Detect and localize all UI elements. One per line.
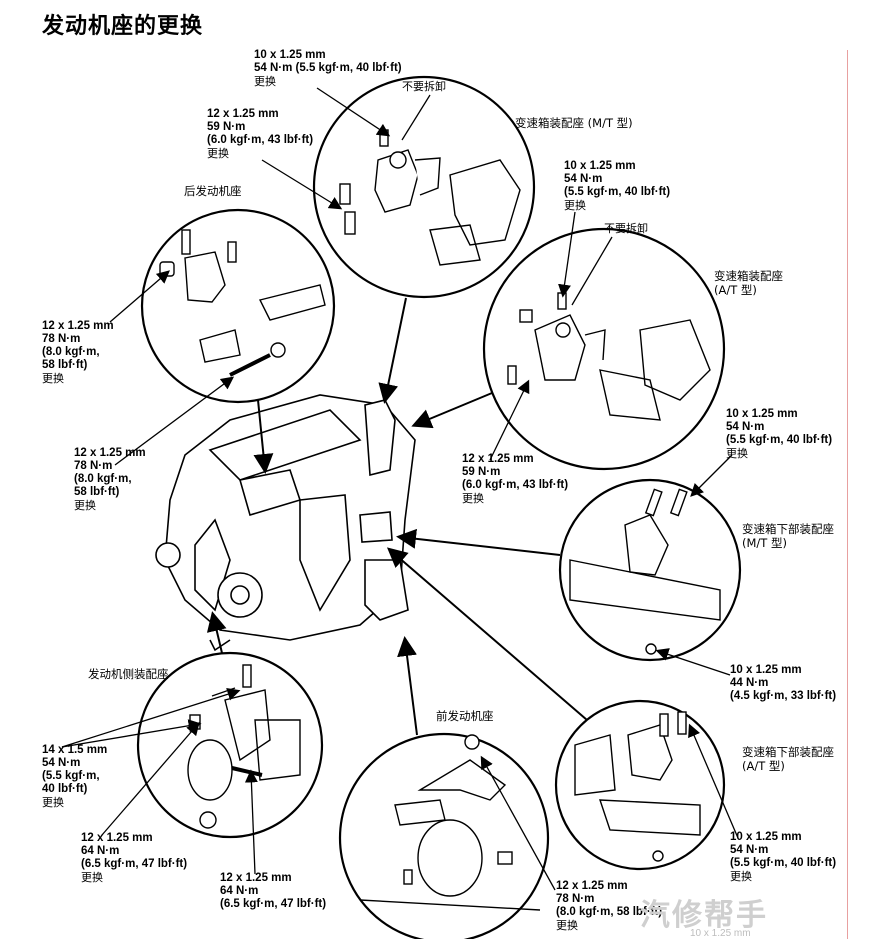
torque-spec-side-bolt: 12 x 1.25 mm 64 N·m (6.5 kgf·m, 47 lbf·f… bbox=[220, 872, 327, 910]
note-do-not-remove-mt: 不要拆卸 bbox=[402, 80, 446, 93]
watermark-sub: 10 x 1.25 mm bbox=[690, 928, 751, 939]
label-side-mount: 发动机侧装配座 bbox=[88, 667, 169, 681]
label-mt-lower: 变速箱下部装配座 (M/T 型) bbox=[742, 522, 834, 550]
mt-lower-sketch bbox=[569, 488, 721, 655]
rear-mount-sketch bbox=[159, 229, 326, 377]
note-do-not-remove-at: 不要拆卸 bbox=[604, 222, 648, 235]
at-mount-sketch bbox=[507, 292, 711, 421]
torque-spec-at-upper: 10 x 1.25 mm 54 N·m (5.5 kgf·m, 40 lbf·f… bbox=[564, 160, 671, 212]
label-front-mount: 前发动机座 bbox=[436, 709, 494, 723]
torque-spec-mt-upper: 10 x 1.25 mm 54 N·m (5.5 kgf·m, 40 lbf·f… bbox=[254, 49, 402, 88]
detail-circle-front-mount bbox=[338, 732, 550, 939]
label-mt-trans-mount: 变速箱装配座 (M/T 型) bbox=[515, 116, 633, 130]
side-mount-sketch bbox=[187, 664, 301, 829]
label-rear-mount: 后发动机座 bbox=[184, 184, 242, 198]
label-at-lower: 变速箱下部装配座 (A/T 型) bbox=[742, 745, 834, 773]
front-mount-sketch bbox=[359, 734, 541, 911]
watermark-logo: 汽修帮手 bbox=[640, 898, 768, 933]
mt-mount-sketch bbox=[339, 129, 521, 266]
torque-spec-at-lower: 12 x 1.25 mm 59 N·m (6.0 kgf·m, 43 lbf·f… bbox=[462, 453, 569, 505]
label-at-trans-mount: 变速箱装配座 (A/T 型) bbox=[714, 269, 783, 297]
torque-spec-rear-top: 12 x 1.25 mm 78 N·m (8.0 kgf·m, 58 lbf·f… bbox=[42, 320, 114, 385]
at-lower-sketch bbox=[574, 711, 701, 862]
detail-circle-at-trans-mount bbox=[482, 227, 726, 471]
torque-spec-mt-lower-mount: 10 x 1.25 mm 54 N·m (5.5 kgf·m, 40 lbf·f… bbox=[726, 408, 833, 460]
torque-spec-at-lower-mount: 10 x 1.25 mm 54 N·m (5.5 kgf·m, 40 lbf·f… bbox=[730, 831, 837, 883]
page-title: 发动机座的更换 bbox=[42, 14, 204, 39]
detail-circle-rear-mount bbox=[140, 208, 336, 404]
torque-spec-side-lower: 12 x 1.25 mm 64 N·m (6.5 kgf·m, 47 lbf·f… bbox=[81, 832, 188, 884]
detail-circle-mt-lower bbox=[558, 478, 742, 662]
detail-circle-mt-trans-mount bbox=[312, 75, 536, 299]
torque-spec-rear-bolt: 12 x 1.25 mm 78 N·m (8.0 kgf·m, 58 lbf·f… bbox=[74, 447, 146, 512]
torque-spec-mt-lower: 12 x 1.25 mm 59 N·m (6.0 kgf·m, 43 lbf·f… bbox=[207, 108, 314, 160]
leader-lines bbox=[61, 87, 739, 891]
detail-circle-side-mount bbox=[136, 651, 324, 839]
margin-line bbox=[847, 50, 848, 939]
torque-spec-front-mount: 12 x 1.25 mm 78 N·m (8.0 kgf·m, 58 lbf·f… bbox=[556, 880, 663, 932]
torque-spec-side-mount: 14 x 1.5 mm 54 N·m (5.5 kgf·m, 40 lbf·ft… bbox=[42, 744, 108, 809]
detail-circle-at-lower bbox=[554, 699, 726, 871]
torque-spec-mt-lower-nut: 10 x 1.25 mm 44 N·m (4.5 kgf·m, 33 lbf·f… bbox=[730, 664, 837, 702]
engine-assembly-sketch bbox=[155, 394, 416, 652]
